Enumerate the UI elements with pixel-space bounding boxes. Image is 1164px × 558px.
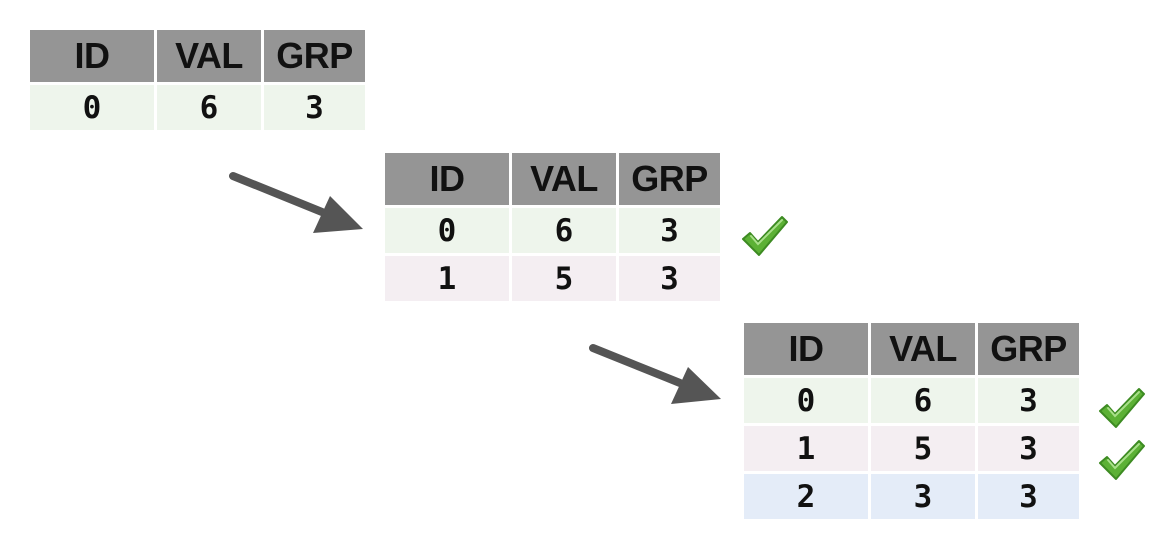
checkmark-icon: [742, 216, 788, 256]
header-val: VAL: [871, 323, 975, 375]
header-grp: GRP: [264, 30, 365, 82]
table-row: 0 6 3: [30, 85, 365, 130]
cell-id: 1: [385, 256, 509, 301]
table-row: 0 6 3: [385, 208, 720, 253]
cell-grp: 3: [978, 378, 1079, 423]
table-row: 1 5 3: [744, 426, 1079, 471]
arrow-down-right-icon: [229, 172, 363, 233]
checkmark-icon: [1099, 440, 1145, 480]
cell-grp: 3: [978, 474, 1079, 519]
cell-val: 5: [871, 426, 975, 471]
table-step-2: ID VAL GRP 0 6 3 1 5 3: [382, 150, 723, 304]
header-row: ID VAL GRP: [30, 30, 365, 82]
cell-val: 6: [157, 85, 261, 130]
cell-val: 5: [512, 256, 616, 301]
header-grp: GRP: [619, 153, 720, 205]
cell-val: 6: [871, 378, 975, 423]
cell-grp: 3: [619, 256, 720, 301]
header-id: ID: [744, 323, 868, 375]
table-step-3: ID VAL GRP 0 6 3 1 5 3 2 3 3: [741, 320, 1082, 522]
cell-id: 0: [744, 378, 868, 423]
cell-id: 0: [30, 85, 154, 130]
table-row: 0 6 3: [744, 378, 1079, 423]
header-id: ID: [385, 153, 509, 205]
checkmark-icon: [1099, 388, 1145, 428]
cell-grp: 3: [619, 208, 720, 253]
cell-grp: 3: [978, 426, 1079, 471]
header-row: ID VAL GRP: [385, 153, 720, 205]
header-grp: GRP: [978, 323, 1079, 375]
cell-id: 0: [385, 208, 509, 253]
arrow-down-right-icon: [589, 344, 721, 404]
table-step-1: ID VAL GRP 0 6 3: [27, 27, 368, 133]
header-val: VAL: [157, 30, 261, 82]
cell-id: 1: [744, 426, 868, 471]
header-id: ID: [30, 30, 154, 82]
cell-val: 3: [871, 474, 975, 519]
table-row: 2 3 3: [744, 474, 1079, 519]
header-row: ID VAL GRP: [744, 323, 1079, 375]
cell-id: 2: [744, 474, 868, 519]
header-val: VAL: [512, 153, 616, 205]
cell-grp: 3: [264, 85, 365, 130]
cell-val: 6: [512, 208, 616, 253]
table-row: 1 5 3: [385, 256, 720, 301]
